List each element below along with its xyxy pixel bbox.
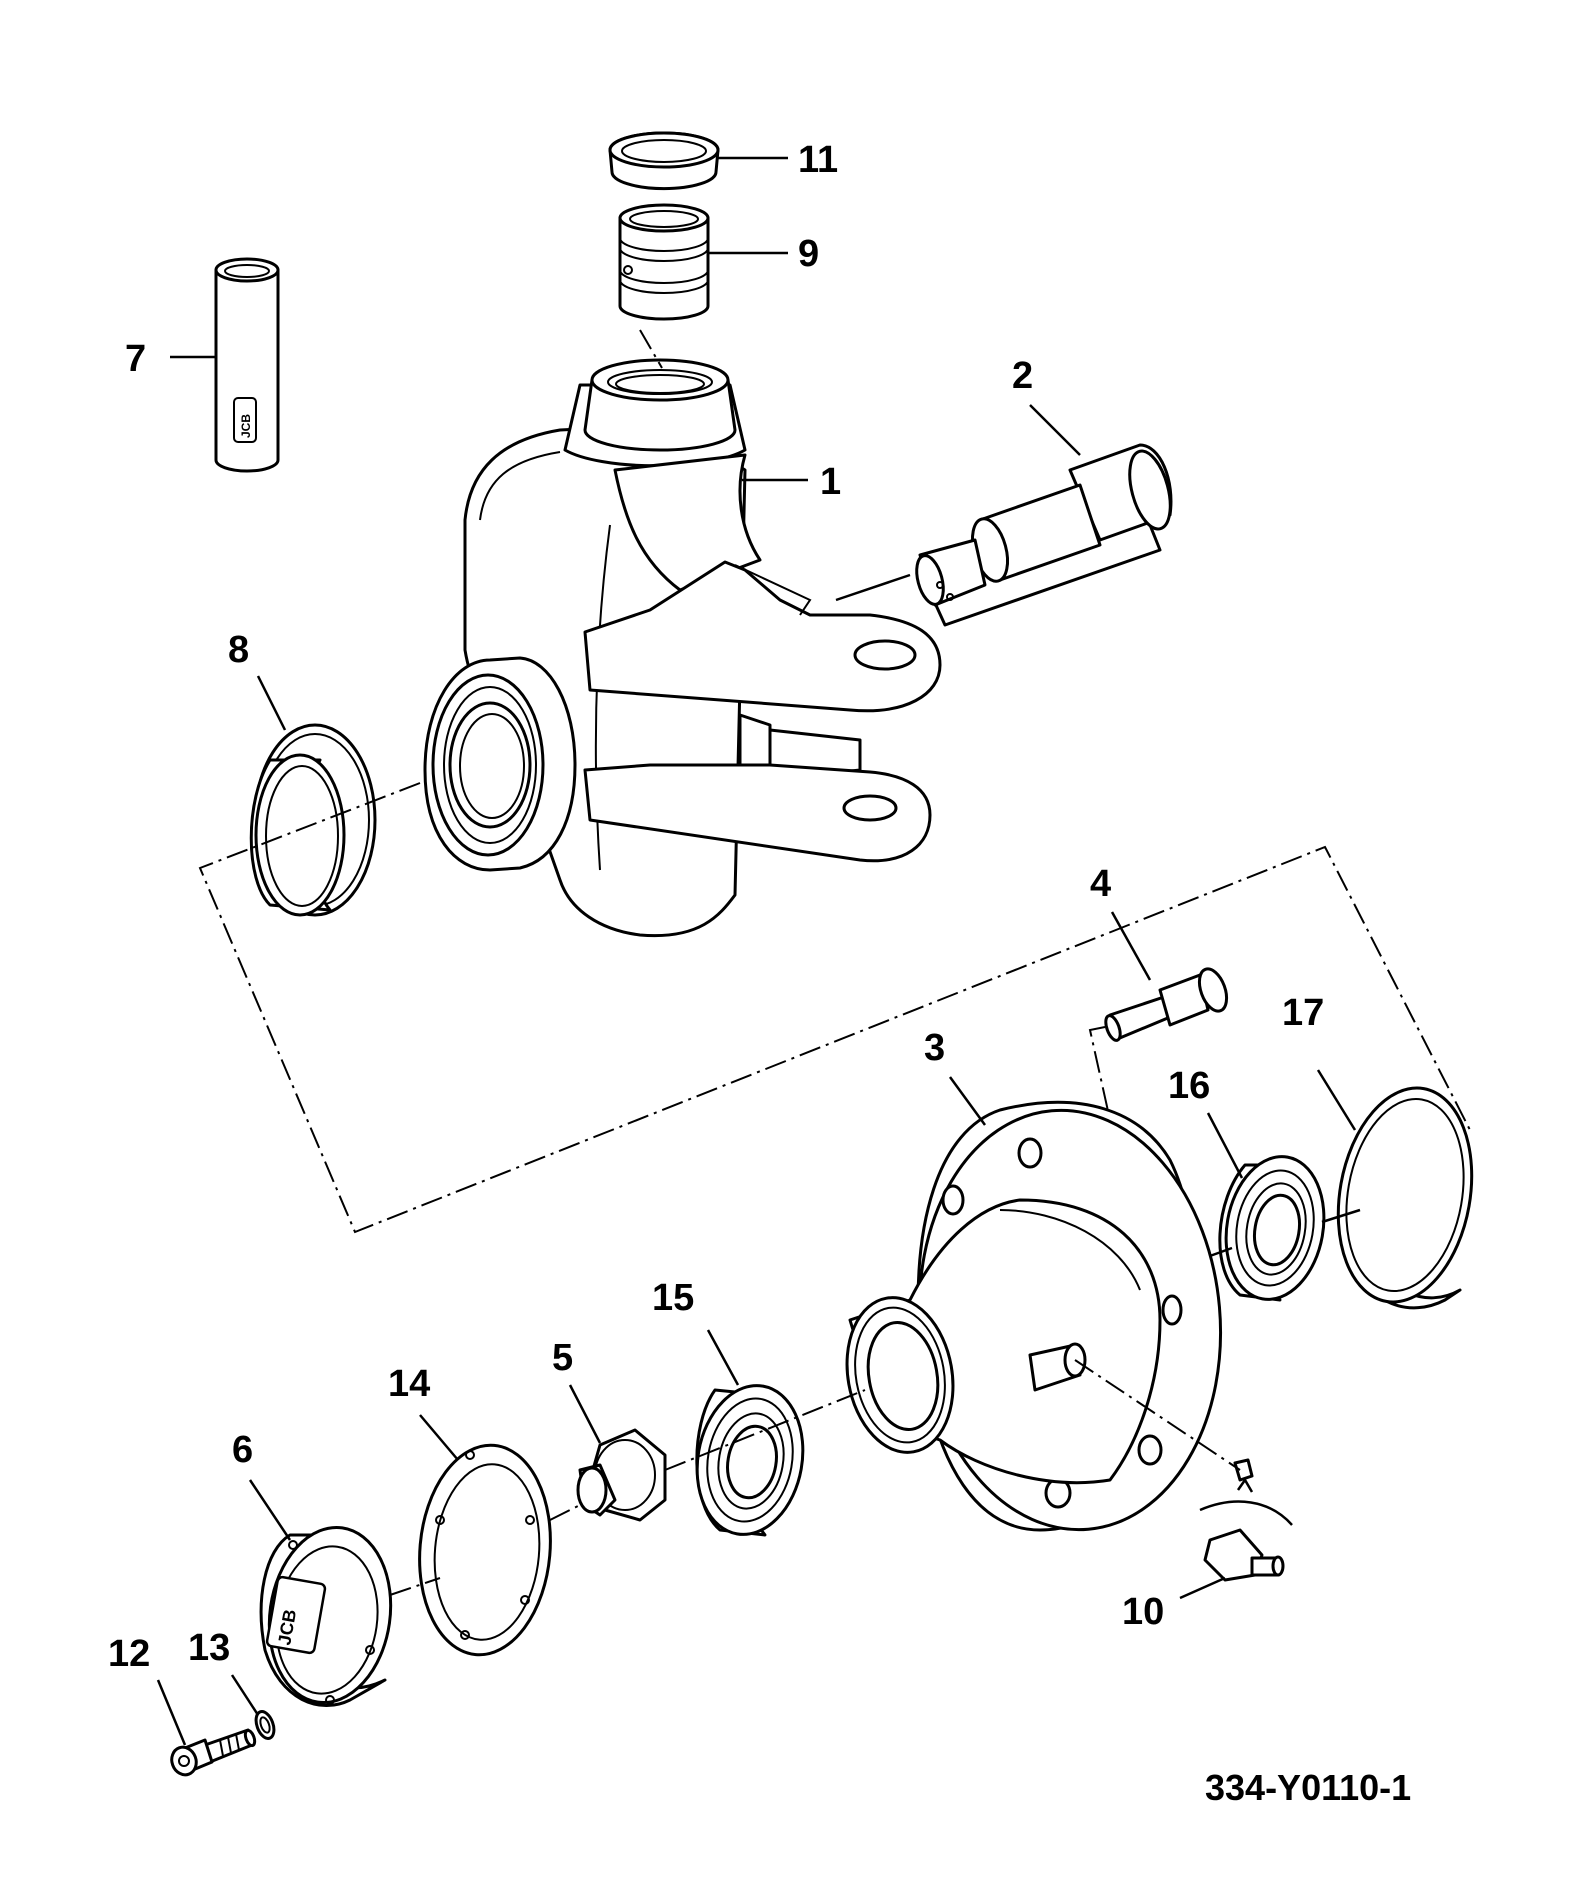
- part-4-stud: [1104, 967, 1229, 1042]
- part-5-nut: [576, 1428, 667, 1522]
- leader-lines: [156, 156, 1357, 1746]
- part-14-gasket: [418, 1443, 552, 1657]
- assembly-axis-cap: [389, 1577, 441, 1596]
- part-3-wheel-hub: [845, 1100, 1223, 1532]
- callout-7: 7: [125, 338, 146, 380]
- callout-10: 10: [1122, 1591, 1164, 1633]
- callout-16: 16: [1168, 1065, 1210, 1107]
- part-17-ring: [1336, 1086, 1474, 1310]
- callout-1: 1: [820, 461, 841, 503]
- callout-2: 2: [1012, 355, 1033, 397]
- pin-logo-text: JCB: [239, 414, 253, 438]
- callout-12: 12: [108, 1633, 150, 1675]
- axis-line-17: [1321, 1208, 1361, 1224]
- part-8-seal: [249, 723, 377, 917]
- axis-line-2: [835, 573, 911, 602]
- part-15-bearing: [695, 1384, 805, 1537]
- assembly-axis-9: [639, 329, 663, 369]
- callout-14: 14: [388, 1363, 430, 1405]
- assembly-axis-nut: [549, 1504, 581, 1521]
- callout-6: 6: [232, 1429, 253, 1471]
- part-13-washer: [254, 1710, 276, 1740]
- part-16-bearing: [1218, 1155, 1326, 1302]
- callout-3: 3: [924, 1027, 945, 1069]
- part-1-hub-carrier: [423, 358, 942, 938]
- callout-9: 9: [798, 233, 819, 275]
- callout-15: 15: [652, 1277, 694, 1319]
- diagram-reference-code: 334-Y0110-1: [1205, 1767, 1411, 1808]
- part-11-ring: [608, 131, 720, 191]
- part-6-hub-cap: JCB: [259, 1525, 393, 1708]
- callout-8: 8: [228, 629, 249, 671]
- callout-11: 11: [798, 139, 838, 181]
- part-12-cap-screw: [170, 1728, 257, 1777]
- part-7-pin: JCB: [214, 257, 280, 473]
- part-10-grease-nipple: [1074, 1359, 1293, 1582]
- callout-4: 4: [1090, 863, 1111, 905]
- callout-labels: 11 9 7 2 1 8 4 17 3 16 15 5 14 6 13 12 1…: [108, 139, 1324, 1675]
- callout-17: 17: [1282, 992, 1324, 1034]
- part-2-sensor: [915, 443, 1173, 627]
- part-9-bush: [618, 203, 710, 321]
- callout-5: 5: [552, 1337, 573, 1379]
- callout-13: 13: [188, 1627, 230, 1669]
